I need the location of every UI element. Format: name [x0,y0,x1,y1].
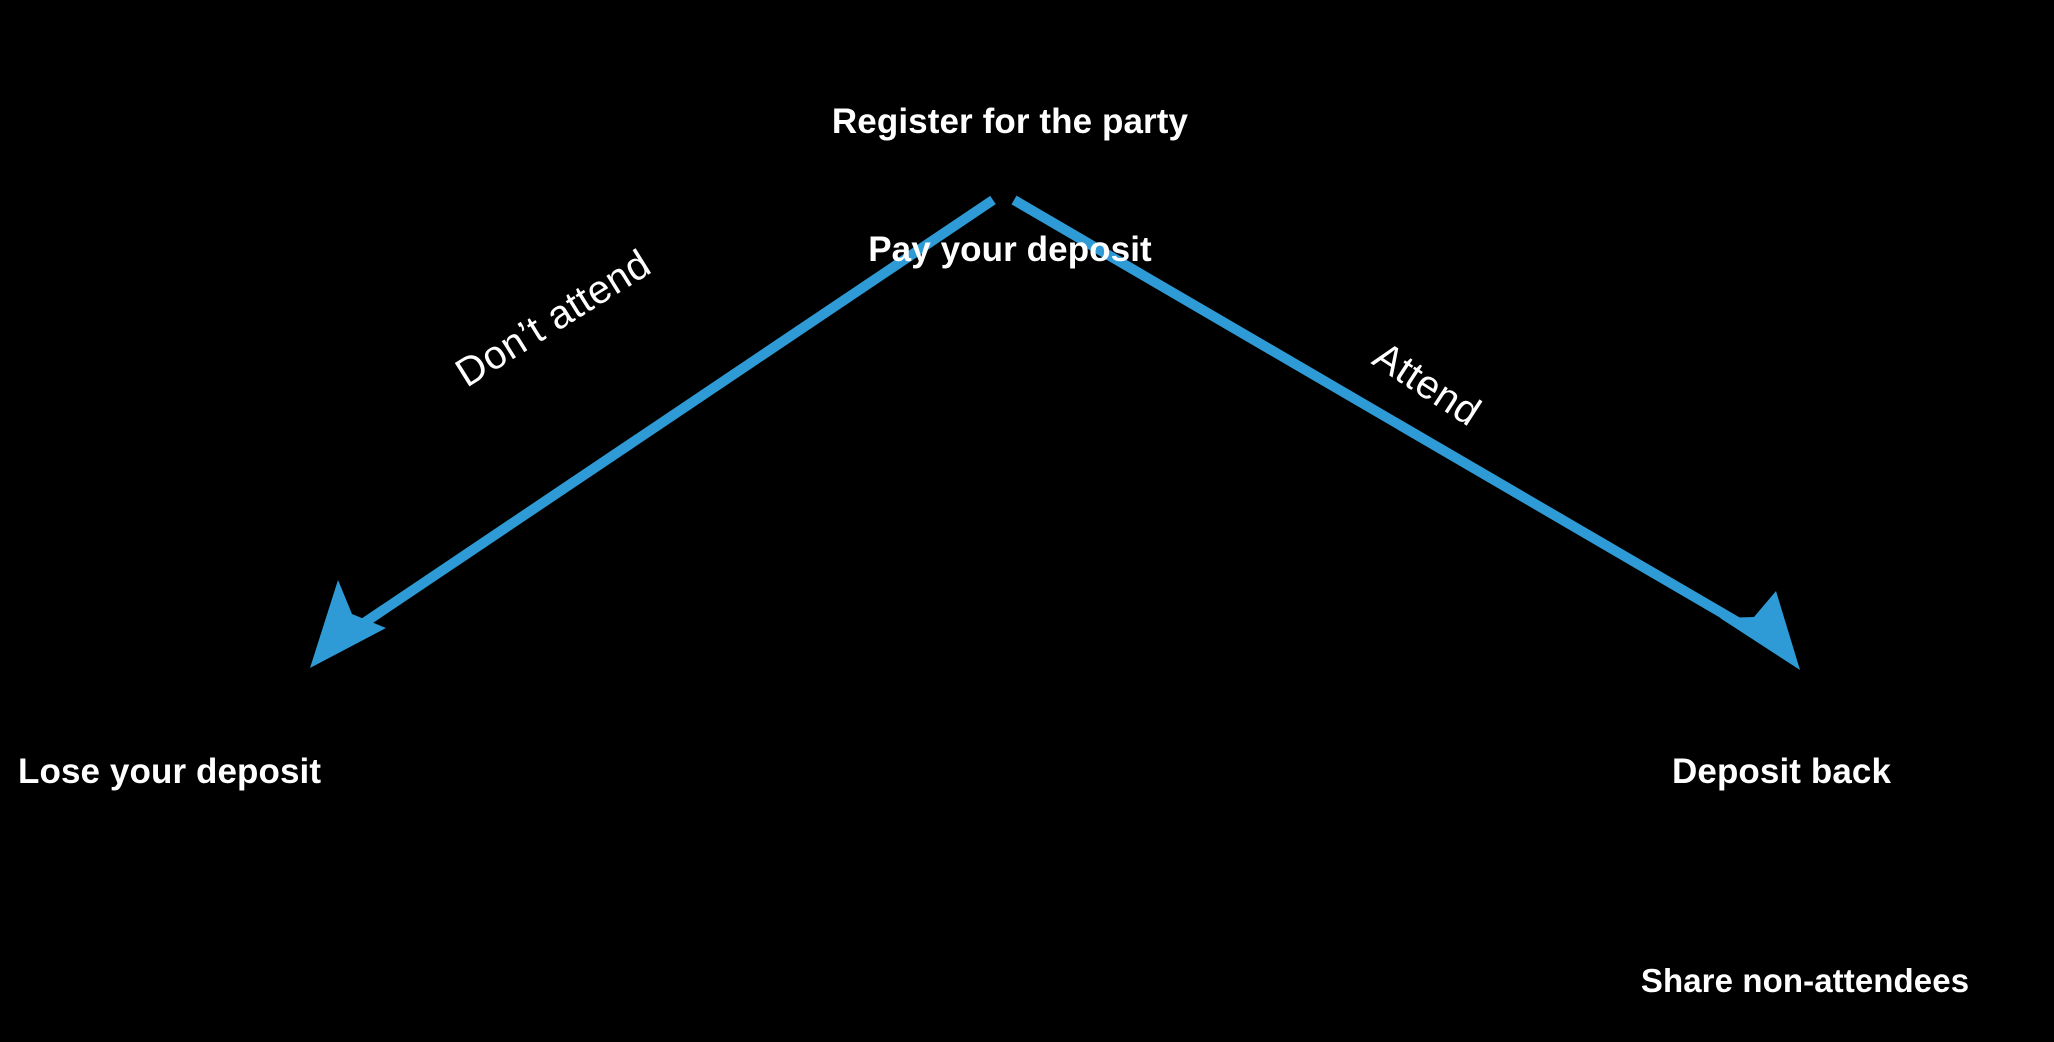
root-node-line-1: Register for the party [831,102,1189,142]
outcome-note-share-deposits: Share non-attendees deposits [1570,880,2040,1042]
arrowhead-left-icon [310,580,386,668]
root-node-line-2: Pay your deposit [868,230,1152,270]
outcome-label-lose-deposit: Lose your deposit [18,752,322,791]
outcome-note-line-1: Share non-attendees [1640,961,1970,999]
arrowhead-right-icon [1720,591,1800,670]
outcome-label-deposit-back: Deposit back [1672,752,1892,791]
root-node-label: Register for the party Pay your deposit [0,16,2020,358]
